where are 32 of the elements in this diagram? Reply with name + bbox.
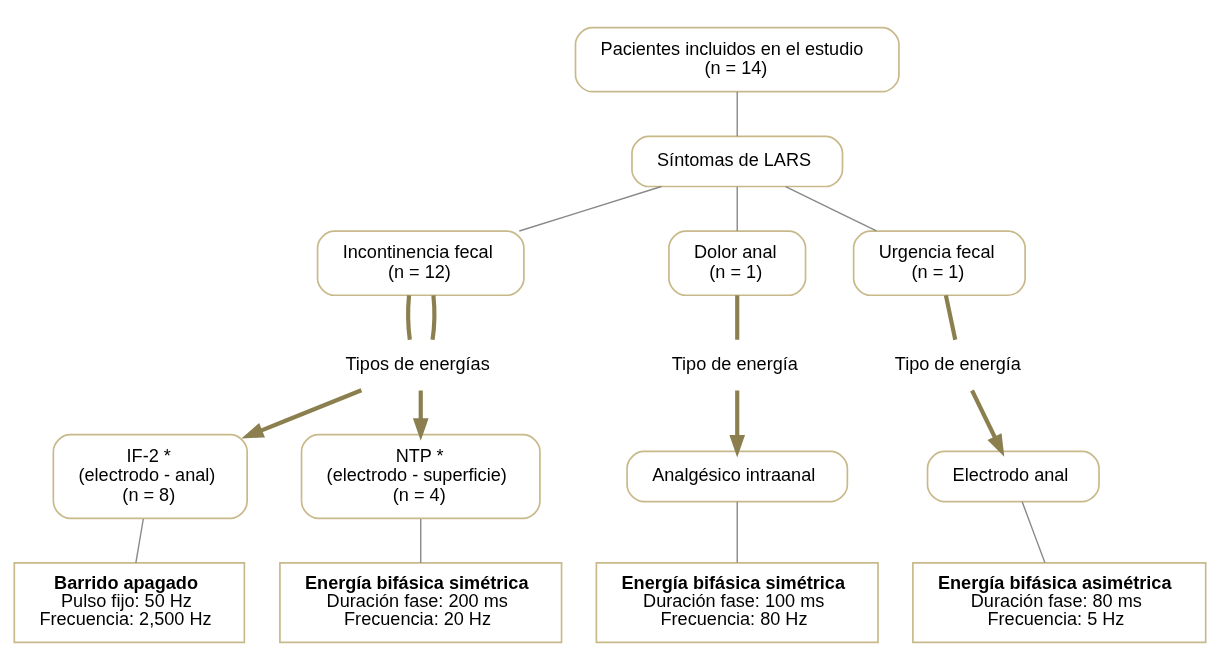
connector	[1021, 500, 1046, 563]
arrow	[729, 390, 746, 457]
node-box: Dolor anal (n = 1)	[668, 229, 807, 296]
connector	[430, 294, 437, 340]
node-box: Electrodo anal	[926, 450, 1100, 502]
arrow	[241, 387, 363, 438]
node-box: Energía bifásica simétrica Duración fase: 200 ms Frecuencia: 20 Hz	[279, 561, 563, 643]
node-text: Tipos de energías	[345, 353, 490, 374]
node-text: Tipo de energía	[671, 353, 798, 374]
connector	[784, 185, 878, 232]
node-box: IF-2 * (electrodo - anal) (n = 8)	[52, 433, 248, 519]
connector	[420, 517, 422, 564]
node-box: Síntomas de LARS	[631, 135, 844, 187]
connector	[406, 294, 412, 340]
connector	[943, 294, 958, 340]
node-text: Tipo de energía	[894, 353, 1021, 374]
arrow	[412, 390, 429, 441]
node-box: Urgencia fecal (n = 1)	[852, 229, 1026, 296]
node-box: Incontinencia fecal (n = 12)	[316, 229, 525, 296]
connector	[736, 185, 738, 232]
connector	[736, 90, 738, 137]
node-box: Energía bifásica asimétrica Duración fase: 80 ms Frecuencia: 5 Hz	[912, 561, 1207, 643]
connector	[735, 294, 740, 340]
node-box: Analgésico intraanal	[626, 450, 849, 502]
node-box: NTP * (electrodo - superficie) (n = 4)	[300, 433, 541, 519]
arrow	[970, 389, 1005, 457]
node-box: Pacientes incluidos en el estudio (n = 14)	[574, 26, 900, 93]
node-box: Energía bifásica simétrica Duración fase: 100 ms Frecuencia: 80 Hz	[595, 561, 879, 643]
node-box: Barrido apagado Pulso fijo: 50 Hz Frecuencia: 2,500 Hz	[13, 561, 246, 643]
connector	[135, 517, 144, 564]
connector	[736, 500, 738, 563]
connector	[518, 185, 663, 232]
